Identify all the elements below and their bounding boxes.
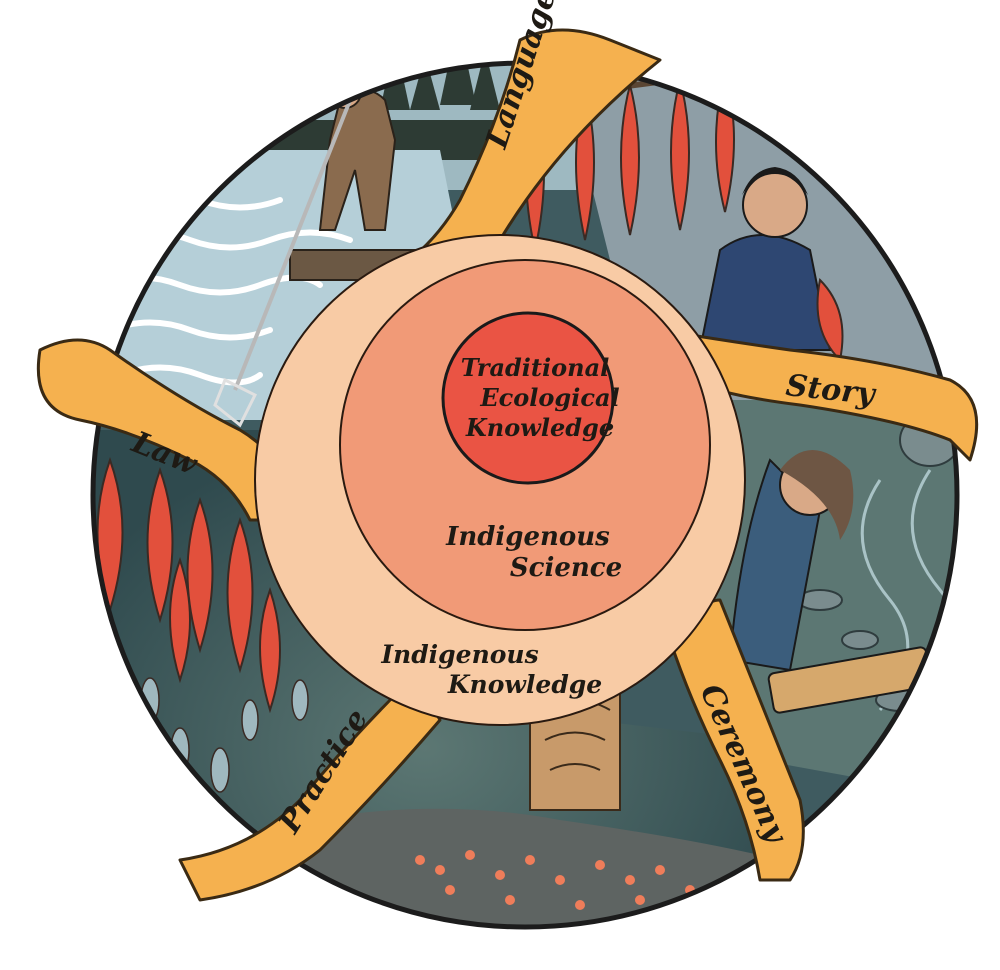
- knowledge-circles: [254, 234, 746, 726]
- ribbon-practice: [178, 688, 442, 902]
- salmon-eggs: [415, 850, 695, 910]
- outer-label-line2: Knowledge: [447, 670, 602, 699]
- boy-figure: [698, 167, 844, 363]
- ribbon-ceremony: [668, 598, 805, 882]
- spawning-salmon-school: [96, 457, 281, 714]
- core-label-line1: Traditional: [461, 353, 610, 382]
- core-label-line2: Ecological: [479, 383, 619, 412]
- core-circle-traditional-ecological-knowledge: [441, 311, 615, 485]
- core-label-line3: Knowledge: [465, 413, 614, 442]
- middle-label-line1: Indigenous: [445, 522, 610, 552]
- middle-label-line2: Science: [510, 553, 622, 583]
- outer-label-line1: Indigenous: [380, 640, 538, 669]
- ribbon-story: [658, 328, 979, 462]
